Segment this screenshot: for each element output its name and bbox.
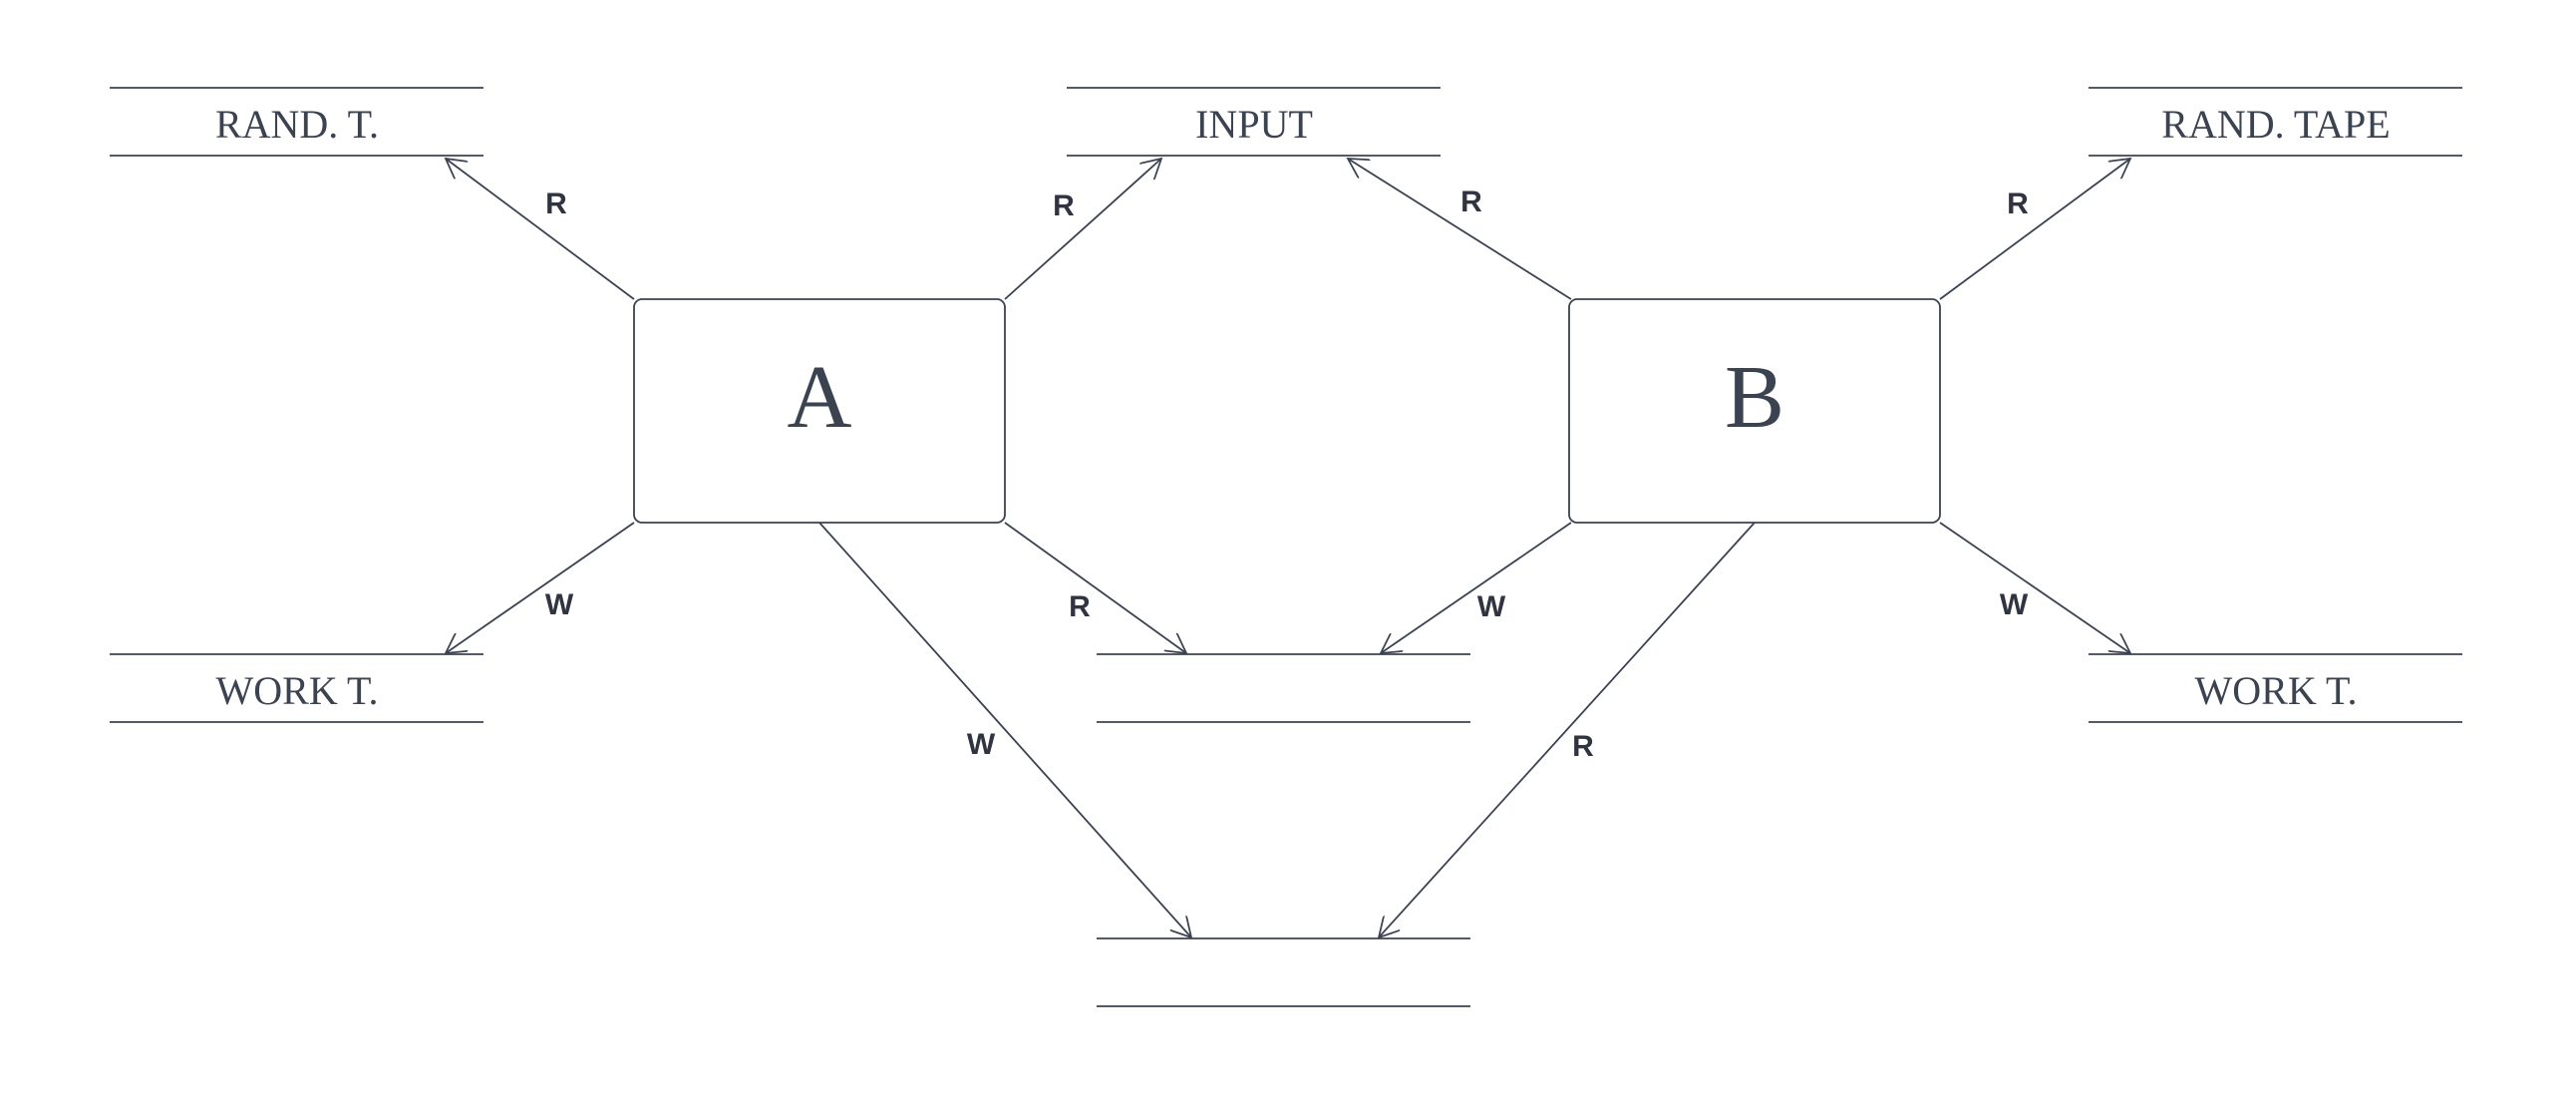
tape-input: INPUT <box>1067 87 1441 157</box>
edge-b-input-label: R <box>1460 186 1482 218</box>
machine-a: A <box>633 298 1006 524</box>
machine-b: B <box>1568 298 1941 524</box>
tape-b-rand-label: RAND. TAPE <box>2161 102 2390 147</box>
edge-a-input <box>1004 159 1161 300</box>
tape-bottom-shared <box>1097 937 1470 1007</box>
tape-b-work-label: WORK T. <box>2195 668 2358 713</box>
tape-a-work-label: WORK T. <box>216 668 379 713</box>
tape-a-work: WORK T. <box>110 653 483 723</box>
edge-a-bottom <box>818 522 1191 937</box>
tape-input-label: INPUT <box>1195 102 1313 147</box>
edge-a-bottom-label: W <box>967 728 996 761</box>
edge-b-work <box>1939 522 2130 653</box>
edge-a-input-label: R <box>1053 189 1075 222</box>
edge-b-input <box>1348 159 1572 300</box>
edge-b-bottom-label: R <box>1572 730 1594 763</box>
edge-b-mid-label: W <box>1477 590 1506 623</box>
tape-b-rand: RAND. TAPE <box>2089 87 2462 157</box>
tape-b-work: WORK T. <box>2089 653 2462 723</box>
edge-a-mid-label: R <box>1069 590 1091 623</box>
edge-b-rand-label: R <box>2007 187 2029 220</box>
edge-b-work-label: W <box>2000 588 2029 621</box>
edge-a-work-label: W <box>545 588 574 621</box>
edge-a-mid <box>1004 522 1186 653</box>
edge-a-work <box>446 522 635 653</box>
edge-b-mid <box>1381 522 1572 653</box>
machine-b-label: B <box>1725 348 1784 447</box>
tape-mid-shared <box>1097 653 1470 723</box>
edge-a-rand <box>446 159 635 300</box>
machine-a-label: A <box>788 348 852 447</box>
tape-a-rand: RAND. T. <box>110 87 483 157</box>
tape-a-rand-label: RAND. T. <box>215 102 379 147</box>
edge-a-rand-label: R <box>545 187 567 220</box>
edge-b-bottom <box>1379 522 1756 937</box>
edge-b-rand <box>1939 159 2130 300</box>
